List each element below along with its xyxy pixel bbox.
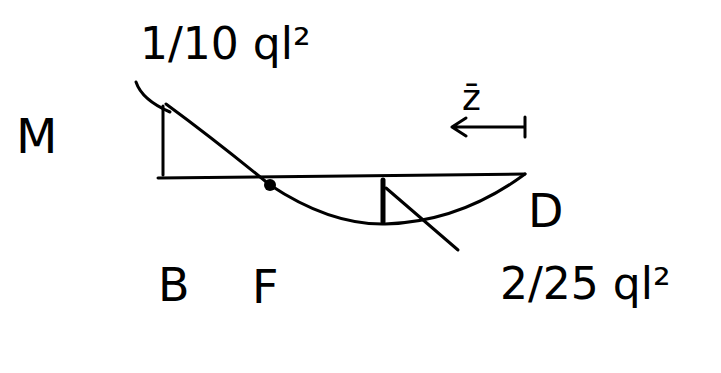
point-label: D [528, 188, 563, 234]
beam-axis [158, 174, 525, 178]
coordinate-label: z̄ [462, 80, 481, 116]
moment-curve [166, 104, 525, 224]
point-label: B [158, 262, 190, 308]
leader-line [136, 82, 170, 112]
ordinate-line [162, 106, 165, 175]
moment-value: 1/10 ql² [140, 22, 311, 66]
moment-value: 2/25 ql² [500, 262, 671, 306]
point-label: F [252, 264, 278, 310]
inflection-point [264, 179, 276, 191]
leader-line [386, 188, 458, 250]
max-ordinate [381, 180, 386, 222]
moment-symbol: M [16, 112, 57, 160]
coordinate-arrow [452, 117, 525, 137]
